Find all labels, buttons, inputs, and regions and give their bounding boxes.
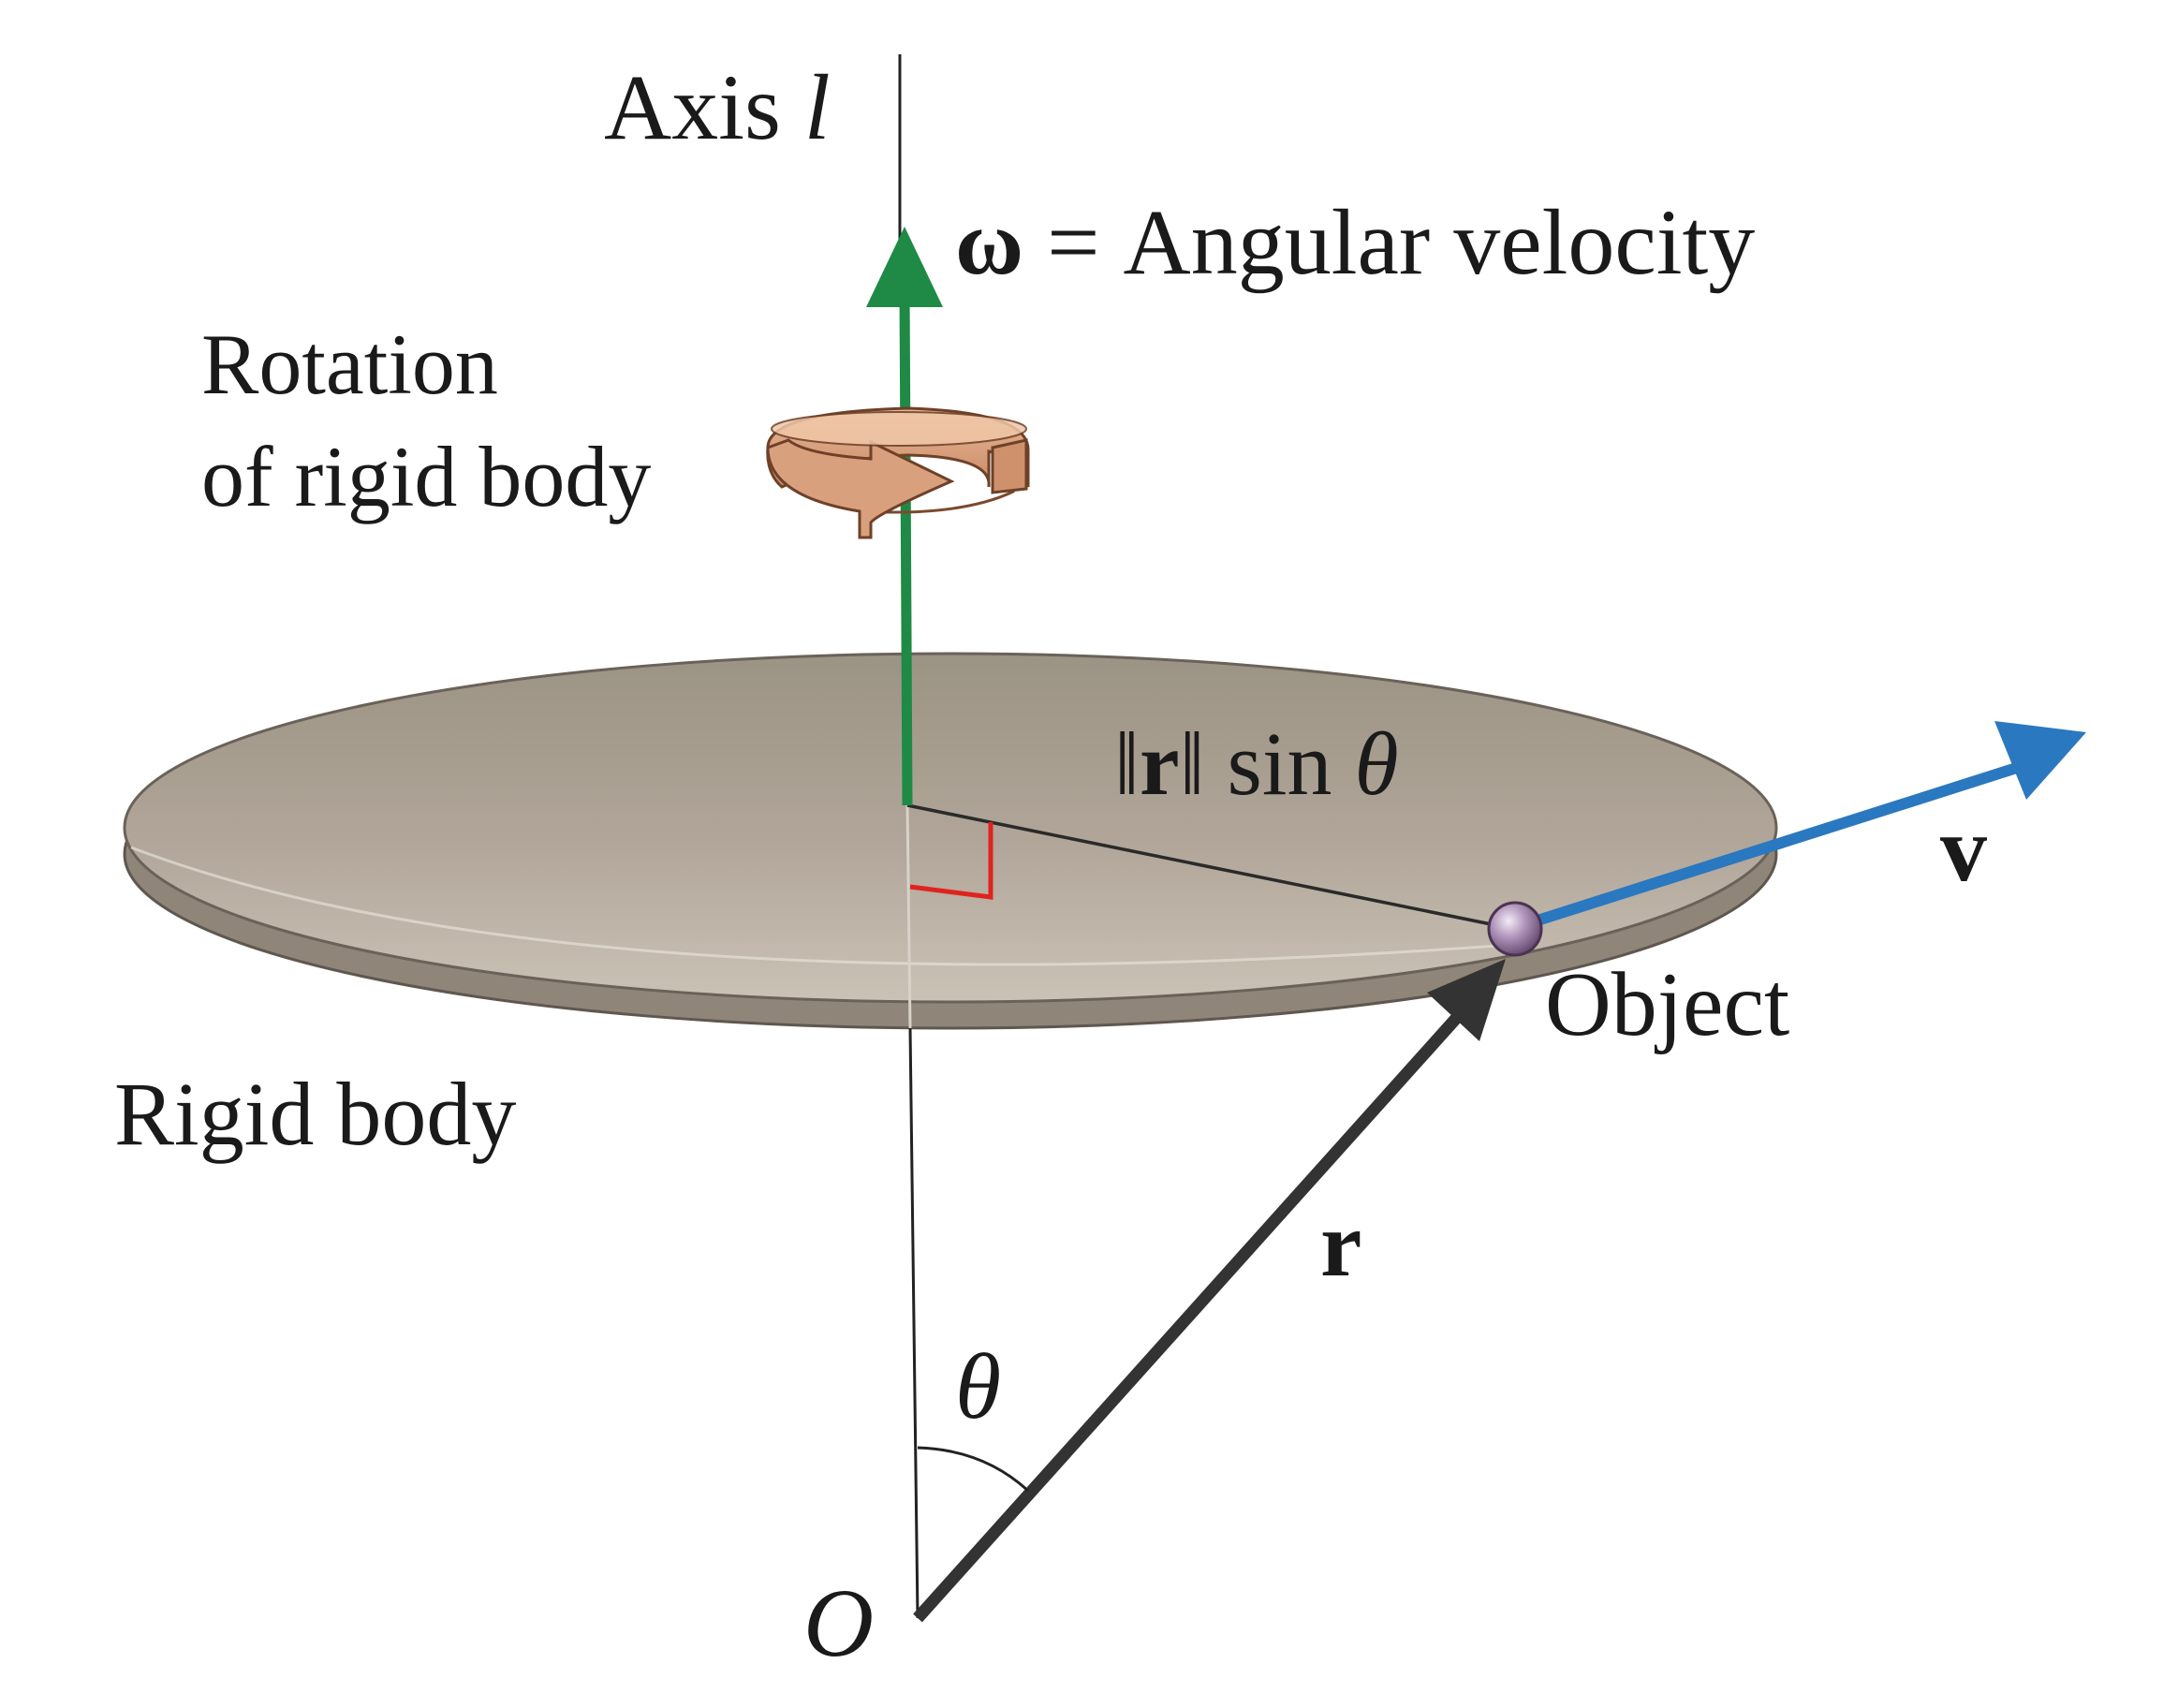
angular-velocity-label: ω = Angular velocity bbox=[955, 190, 1755, 294]
angular-velocity-arrow-shaft bbox=[899, 289, 913, 806]
rigid-body-disc bbox=[123, 652, 1778, 1004]
rotation-label-line1: Rotation bbox=[201, 317, 498, 412]
position-vector-label: r bbox=[1320, 1192, 1361, 1296]
velocity-arrow-shaft bbox=[1515, 760, 2024, 933]
axis-line-through-disc bbox=[905, 804, 912, 1029]
rotation-indicator-icon bbox=[766, 406, 1030, 539]
perpendicular-radius-line bbox=[906, 803, 1515, 931]
angle-label: θ bbox=[955, 1334, 1001, 1438]
object-label: Object bbox=[1545, 954, 1789, 1055]
axis-line-bottom bbox=[908, 1027, 920, 1619]
velocity-arrowhead bbox=[1994, 721, 2086, 800]
rigid-body-label: Rigid body bbox=[114, 1064, 516, 1164]
position-vector-arrowhead bbox=[1427, 959, 1506, 1041]
origin-label: O bbox=[803, 1569, 874, 1677]
rotation-label-line2: of rigid body bbox=[201, 429, 651, 524]
object-sphere bbox=[1487, 901, 1543, 957]
axis-label: Axis l bbox=[604, 55, 831, 159]
right-angle-marker bbox=[909, 822, 993, 900]
angular-velocity-arrowhead bbox=[866, 227, 943, 307]
angle-arc bbox=[917, 1446, 1030, 1493]
position-vector-shaft bbox=[913, 1009, 1465, 1623]
velocity-label: v bbox=[1940, 797, 1987, 901]
disc-rim-highlight bbox=[130, 846, 1499, 966]
perpendicular-distance-label: ‖r‖ sin θ bbox=[1114, 714, 1399, 814]
